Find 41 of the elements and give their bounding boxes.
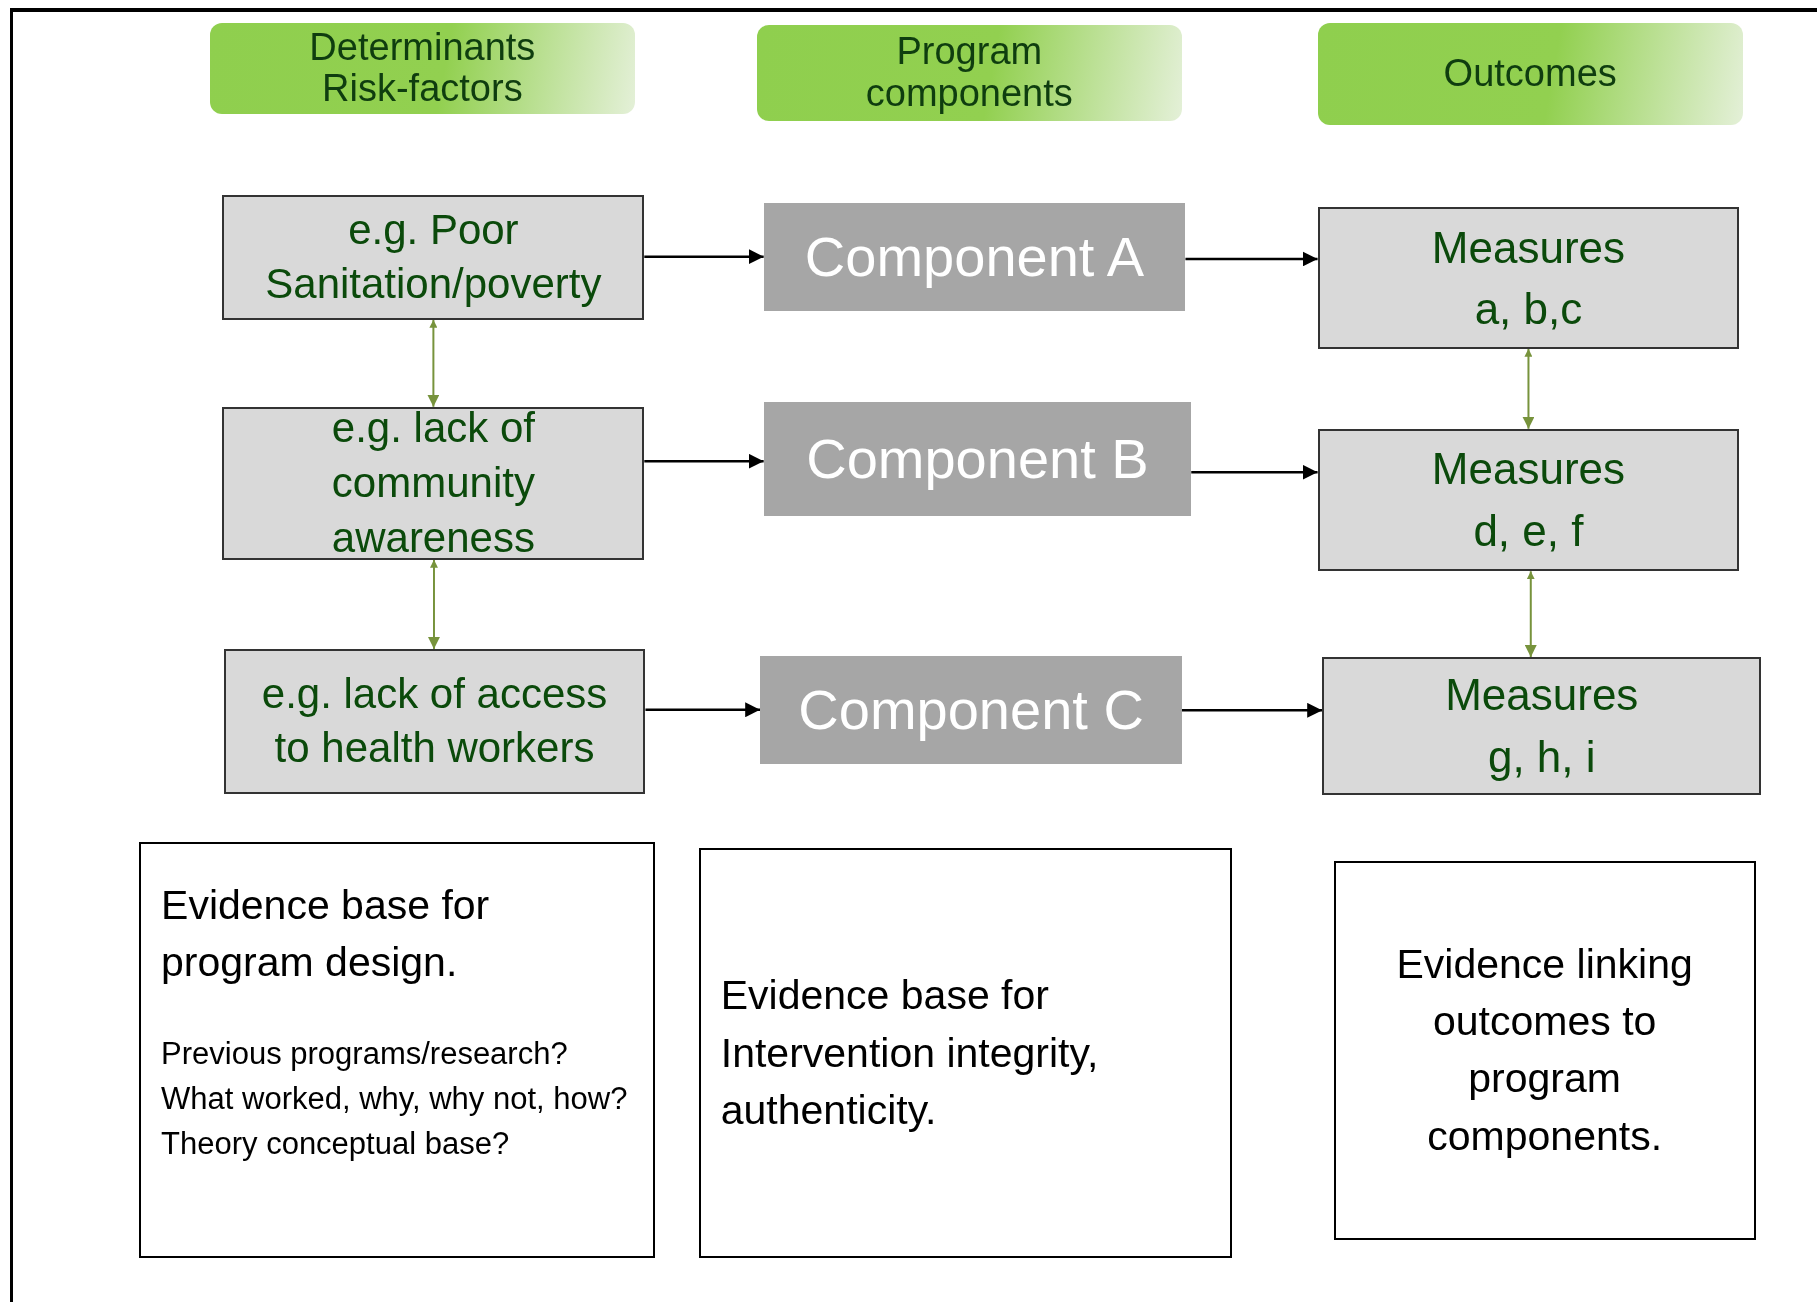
box-label: Measures g, h, i — [1444, 669, 1640, 783]
evidence-heading: Evidence linking outcomes to program components. — [1395, 939, 1694, 1161]
arrow — [1182, 702, 1323, 718]
arrow — [427, 318, 440, 408]
measures-box — [1322, 657, 1762, 795]
component-box — [763, 402, 1192, 516]
factor-box — [222, 194, 645, 320]
component-box — [760, 655, 1182, 764]
arrow — [1191, 464, 1318, 480]
measures-box — [1317, 207, 1740, 349]
box-label: Component B — [806, 426, 1149, 492]
box-label: e.g. lack of community awareness — [330, 403, 536, 563]
measures-box — [1317, 428, 1740, 572]
arrow — [644, 249, 764, 265]
box-label: Component C — [798, 677, 1144, 743]
arrow — [427, 558, 440, 650]
evidence-notes: Previous programs/research? What worked, why, why not, how? Theory conceptual base? — [161, 1034, 629, 1163]
arrow — [645, 702, 761, 718]
column-header — [756, 25, 1182, 121]
box-label: Measures d, e, f — [1430, 443, 1627, 557]
factor-box — [222, 406, 645, 560]
box-label: Determinants Risk-factors — [308, 26, 537, 111]
evidence-heading: Evidence base for program design. — [161, 880, 491, 988]
column-header — [209, 23, 635, 114]
arrow — [1524, 570, 1537, 659]
evidence-box — [139, 842, 655, 1259]
box-label: Program components — [864, 31, 1074, 115]
evidence-box — [698, 848, 1232, 1259]
box-label: e.g. Poor Sanitation/poverty — [264, 204, 603, 310]
box-label: Measures a, b,c — [1430, 221, 1627, 336]
arrow — [644, 453, 764, 469]
component-box — [763, 202, 1186, 311]
evidence-heading: Evidence base for Intervention integrity, authenticity. — [720, 971, 1100, 1136]
column-header — [1317, 23, 1743, 126]
arrow — [1185, 251, 1318, 267]
evidence-box — [1333, 861, 1756, 1240]
box-label: Outcomes — [1443, 53, 1617, 96]
factor-box — [223, 648, 646, 794]
box-label: e.g. lack of access to health workers — [260, 668, 609, 774]
box-label: Component A — [804, 224, 1145, 290]
arrow — [1522, 347, 1535, 430]
